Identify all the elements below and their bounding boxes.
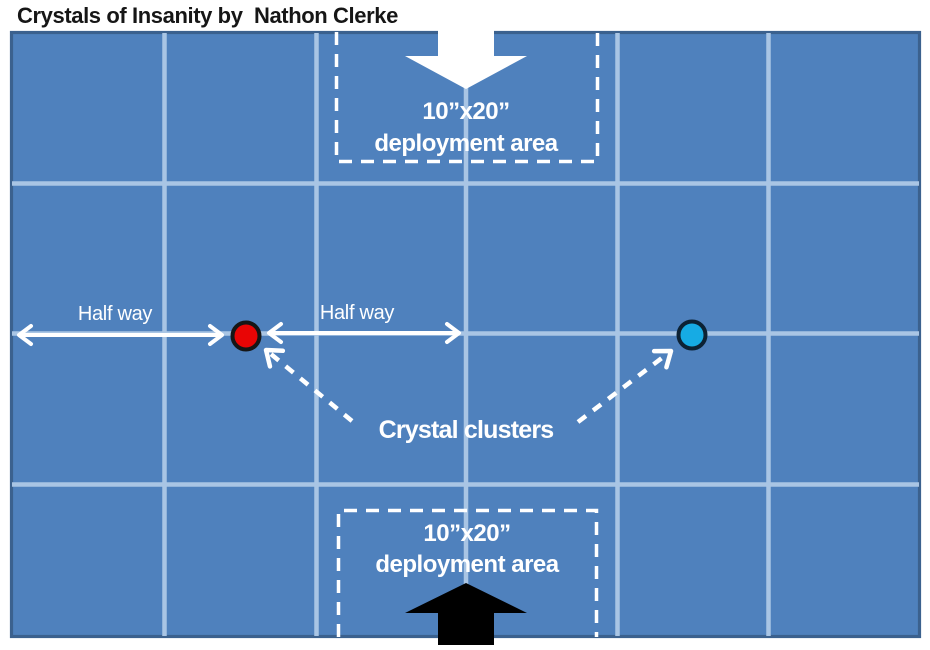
halfway-measurements: Half way Half way [17,302,461,346]
deployment-area-bottom-dashed-border [336,508,599,637]
halfway-label-right: Half way [320,302,395,324]
deployment-top-area-label: deployment area [374,130,558,157]
black-deployment-arrow-icon [405,583,527,645]
crystal-clusters-label: Crystal clusters [379,416,554,444]
deployment-top-size-label: 10”x20” [422,98,509,125]
page-title: Crystals of Insanity by Nathon Clerke [17,3,398,28]
halfway-label-left: Half way [78,303,153,325]
white-deployment-arrow-icon [405,24,527,89]
crystal-pointer-right-dashed-arrow [576,348,674,424]
deployment-area-bottom: 10”x20” deployment area [336,508,599,645]
red-crystal-marker [230,320,262,352]
crystal-clusters-callout: Crystal clusters [263,347,674,444]
deployment-bottom-area-label: deployment area [375,551,559,578]
deployment-bottom-size-label: 10”x20” [423,520,510,547]
deployment-area-top: 10”x20” deployment area [334,24,600,164]
cyan-crystal-marker [676,319,708,351]
